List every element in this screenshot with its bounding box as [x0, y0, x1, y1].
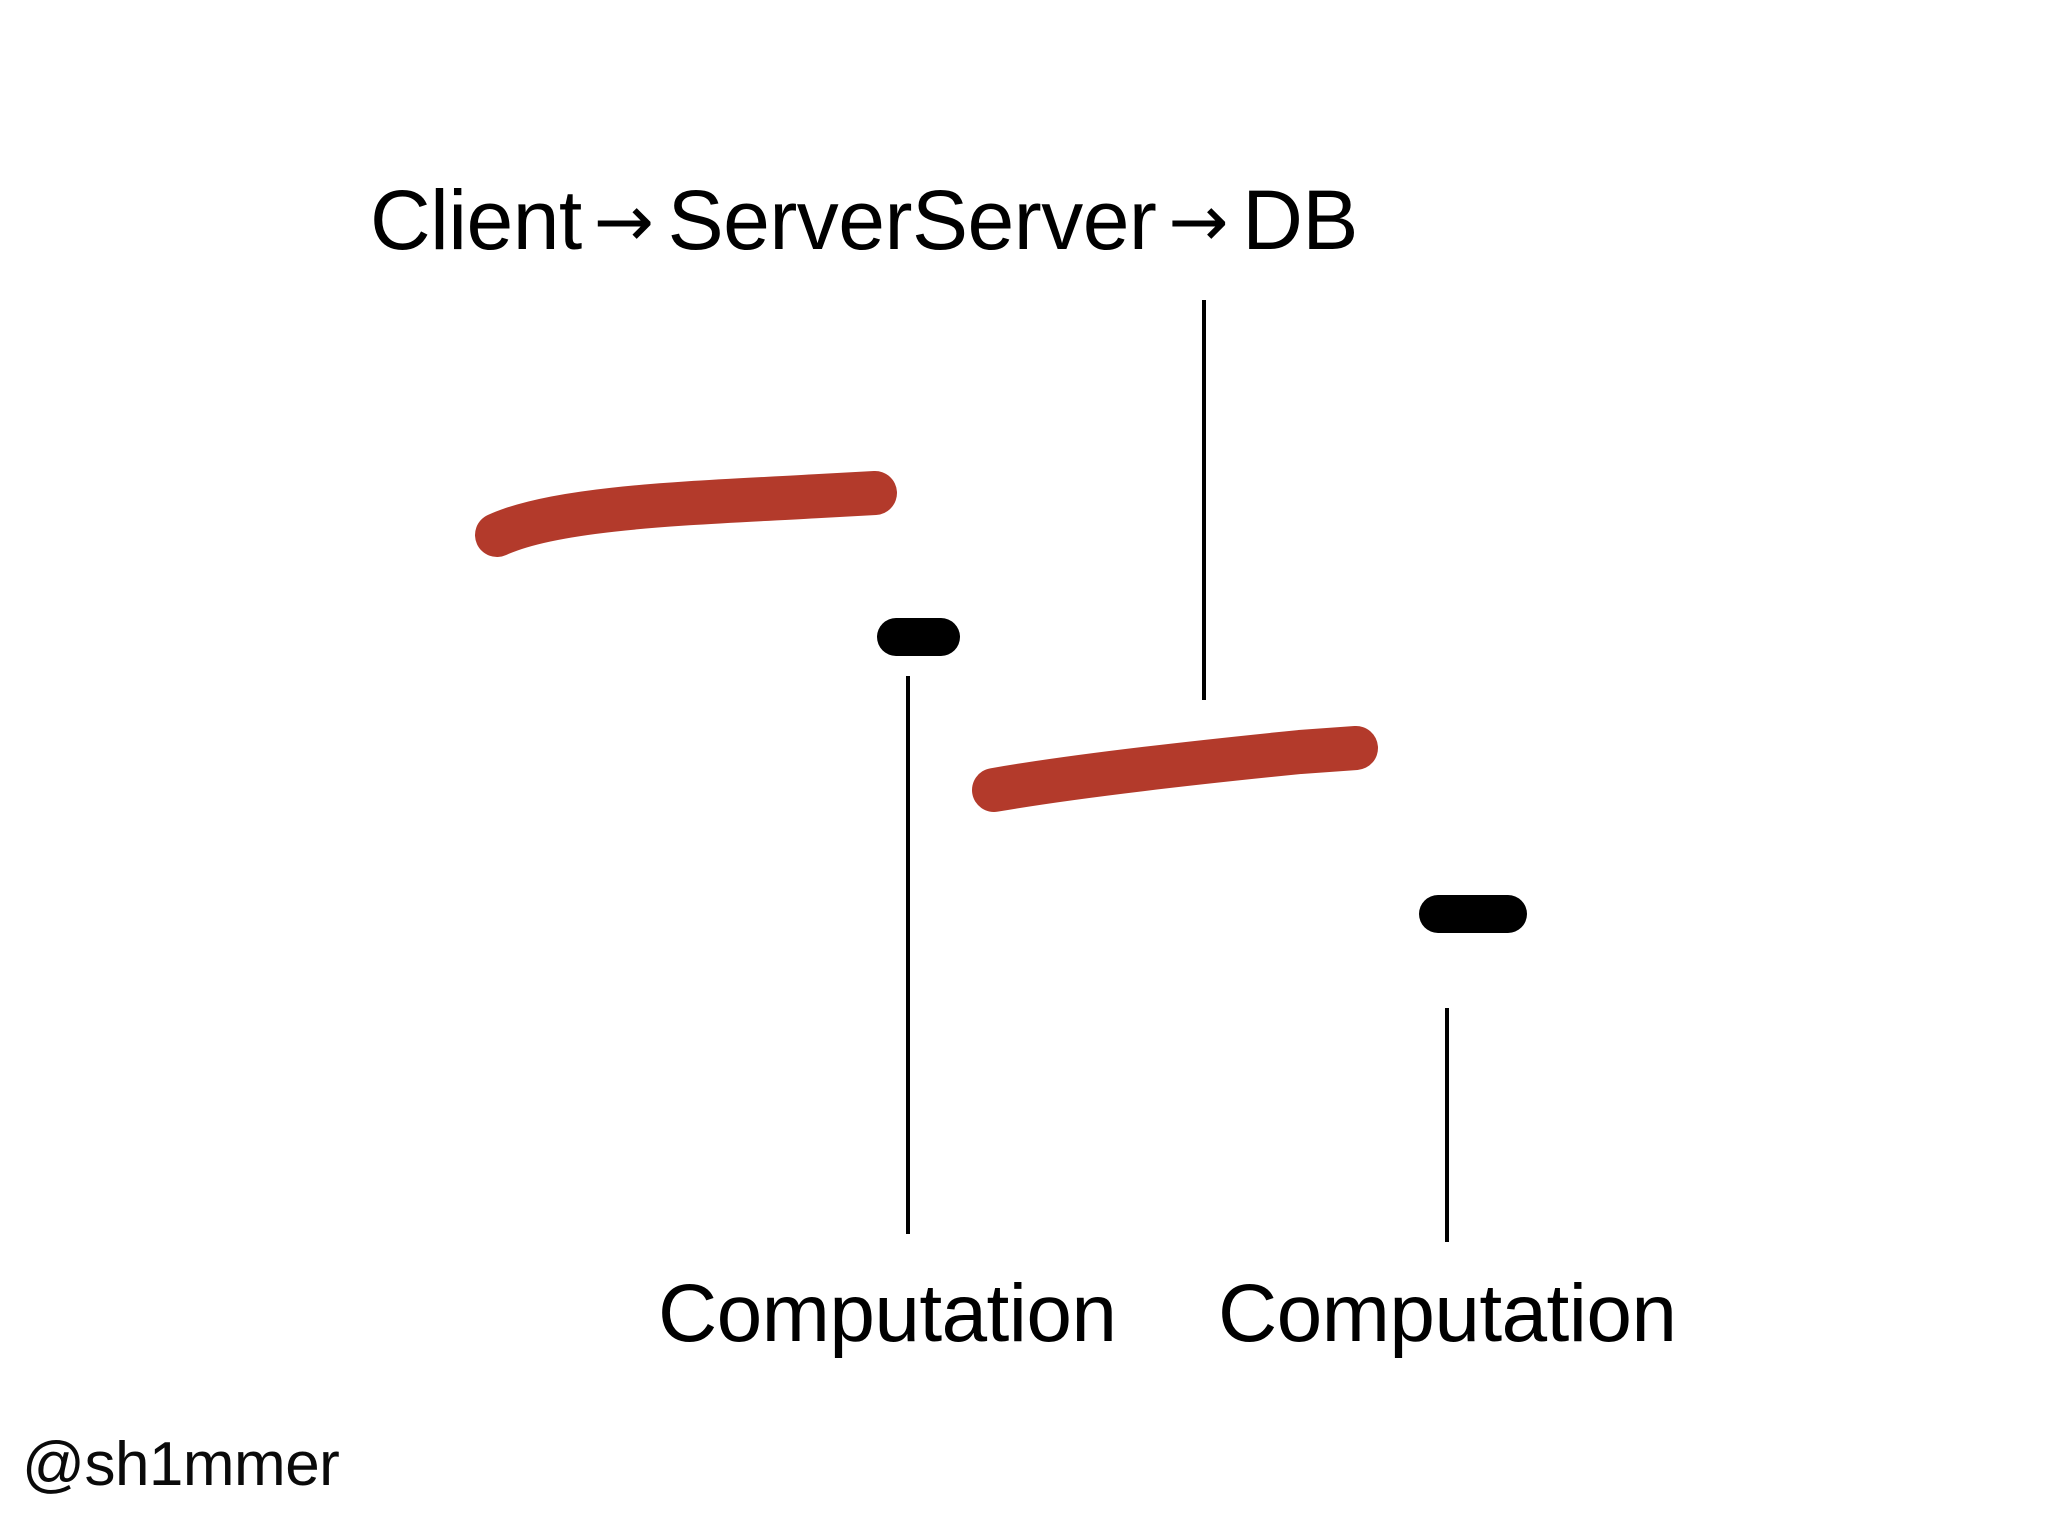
title-segment-server: ServerServer — [667, 173, 1157, 267]
author-handle-watermark: @sh1mmer — [22, 1430, 340, 1499]
title-segment-db: DB — [1242, 173, 1358, 267]
right-arrow-icon-2: → — [1168, 179, 1229, 264]
title-segment-client: Client — [370, 173, 582, 267]
right-arrow-icon: → — [593, 179, 654, 264]
computation-label-server: Computation — [658, 1268, 1117, 1359]
computation-label-db: Computation — [1218, 1268, 1677, 1359]
server-to-db-latency-bar — [972, 726, 1378, 812]
diagram-title: Client→ServerServer→DB — [370, 178, 1358, 262]
client-to-server-latency-bar — [475, 471, 897, 557]
